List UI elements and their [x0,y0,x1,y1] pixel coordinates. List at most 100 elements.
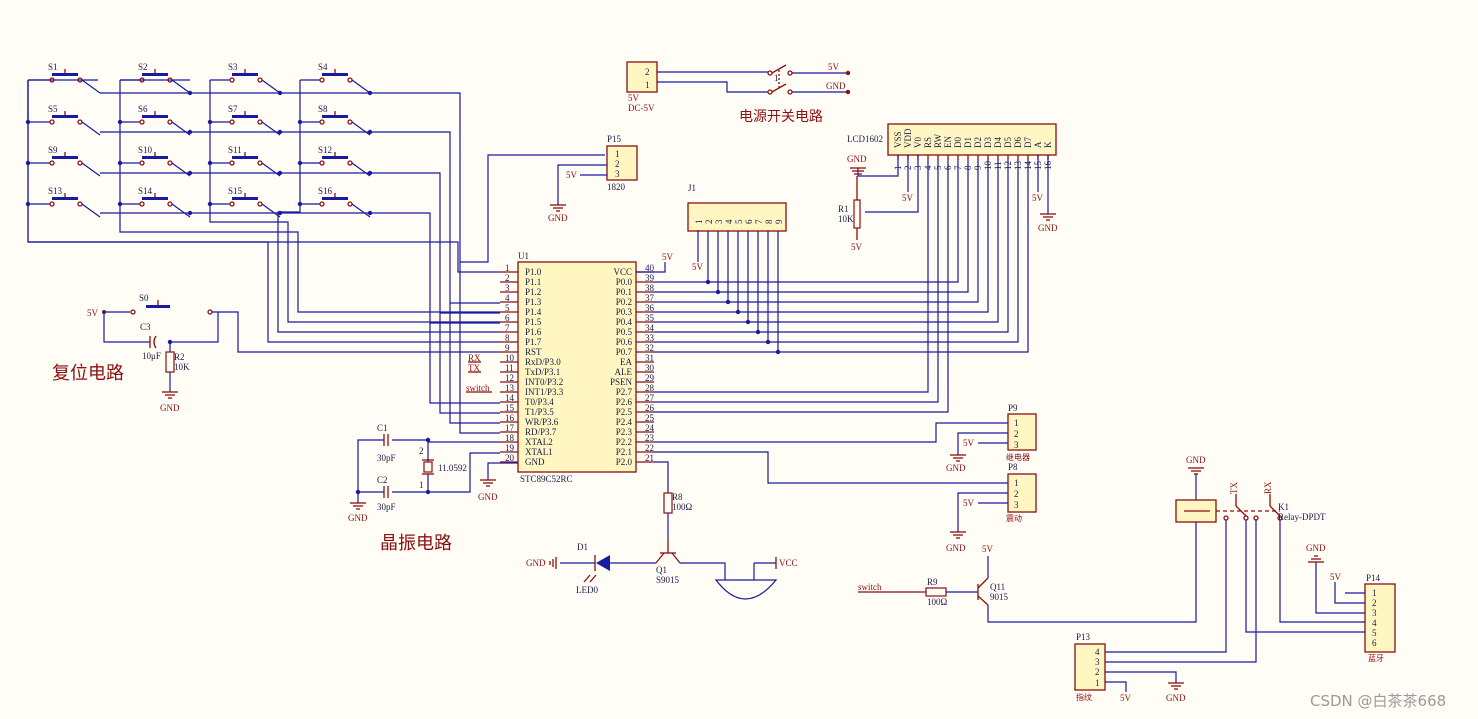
q11-r-val: 100Ω [927,597,948,607]
lcd-pin-name: VSS [893,131,903,148]
lcd-pin-num: 5 [933,165,943,170]
lcd-pin-name: D1 [963,137,973,148]
led-r-val: 100Ω [672,502,693,512]
lcd-pin-num: 9 [973,165,983,170]
p15-pin-2: 2 [615,159,620,169]
crystal-c1-ref: C1 [377,423,388,433]
p9-pin-3: 3 [1014,440,1019,450]
lcd-pin-num: 8 [963,165,973,170]
mcu-pin-num: 24 [645,423,655,433]
lcd-vdd: 5V [902,193,914,203]
lcd-pin-num: 4 [923,165,933,170]
mcu-pin-name: P1.1 [525,277,541,287]
q11-val: 9015 [990,592,1009,602]
mcu-pin-num: 9 [505,343,510,353]
key-switch: S7 [210,104,281,136]
mcu-pin-name: P0.0 [616,277,633,287]
mcu-pin-num: 25 [645,413,655,423]
reset-title: 复位电路 [52,363,124,384]
connector-p15: P15 1 2 3 1820 GND 5V [548,134,638,223]
key-switch: S2 [120,62,191,94]
mcu-pin-num: 23 [645,433,655,443]
p8-pin-1: 1 [1014,478,1019,488]
p15-label: 1820 [607,182,626,192]
p14-pin-num: 5 [1372,628,1377,638]
mcu-pin-name: XTAL1 [525,447,553,457]
mcu-pin-num: 8 [505,333,510,343]
crystal-pin-1: 1 [419,480,424,490]
mcu-pin-name: T1/P3.5 [525,407,554,417]
lcd-pin-num: 14 [1023,161,1033,171]
mcu-pin-num: 22 [645,443,654,453]
mcu-pin-num: 17 [505,423,515,433]
mcu-pin-name: VCC [613,267,632,277]
mcu-pin-name: P2.3 [616,427,633,437]
mcu-part: STC89C52RC [520,474,573,484]
mcu-pin-name: P1.2 [525,287,541,297]
p13-pin-2: 2 [1095,667,1100,677]
mcu-pin-name: P0.6 [616,337,633,347]
p14-pin-num: 1 [1372,588,1377,598]
mcu-pin-name: GND [525,457,545,467]
p14-pin-num: 4 [1372,618,1377,628]
led-label: LED0 [576,585,598,595]
reset-res-val: 10K [174,362,190,372]
mcu-pin-name: P2.5 [616,407,633,417]
key-label: S9 [48,145,58,155]
mcu-pin-name: T0/P3.4 [525,397,554,407]
power-5v-label: 5V [828,62,840,72]
net-switch: switch [466,383,490,393]
lcd-pin-name: D2 [973,137,983,148]
mcu-pin: 9 RST [500,343,542,357]
p14-gnd: GND [1306,543,1326,553]
p15-ref: P15 [607,134,622,144]
mcu-pin-name: RST [525,347,542,357]
pot-val: 10K [838,214,854,224]
reset-cap-ref: C3 [140,322,151,332]
lcd-pin-name: D5 [1003,137,1013,148]
mcu-pin-name: PSEN [610,377,633,387]
relay-part: Relay-DPDT [1278,512,1326,522]
p8-pin-3: 3 [1014,500,1019,510]
mcu-pin-name: P2.7 [616,387,633,397]
q11-vcc: 5V [982,544,994,554]
power-circuit: 2 1 5V DC-5V 1 5V GND 电源开关电路 [626,61,851,125]
j1-ref: J1 [688,183,696,193]
mcu-vcc-label: 5V [662,252,674,262]
lcd-pin-name: EN [943,136,953,148]
mcu-pin-num: 1 [505,263,510,273]
p14-pin-num: 3 [1372,608,1377,618]
p9-vcc: 5V [963,438,975,448]
relay-rx: RX [1263,481,1273,494]
pot-r1: R1 10K 5V [838,176,863,252]
key-switch: S5 [30,104,101,136]
p14-vcc: 5V [1330,572,1342,582]
mcu-pin-name: P1.4 [525,307,542,317]
p15-gnd: GND [548,213,568,223]
mcu-pin-name: XTAL2 [525,437,553,447]
reset-cap-val: 10μF [142,351,161,361]
relay-tx: TX [1229,482,1239,494]
key-label: S8 [318,104,328,114]
mcu-pin-num: 36 [645,303,655,313]
mcu-pin-num: 37 [645,293,655,303]
lcd-pin-name: D4 [993,137,1003,148]
mcu-ref: U1 [518,251,529,261]
mcu-pin-num: 33 [645,333,655,343]
lcd-pin-name: VDD [903,128,913,148]
p8-gnd: GND [946,543,966,553]
q11-circuit: switch R9 100Ω 5V Q11 9015 [858,544,1009,607]
mcu-pin-name: WR/P3.6 [525,417,559,427]
p9-label: 继电器 [1006,452,1030,462]
mcu-pin-num: 34 [645,323,655,333]
net-tx: TX [468,363,480,373]
